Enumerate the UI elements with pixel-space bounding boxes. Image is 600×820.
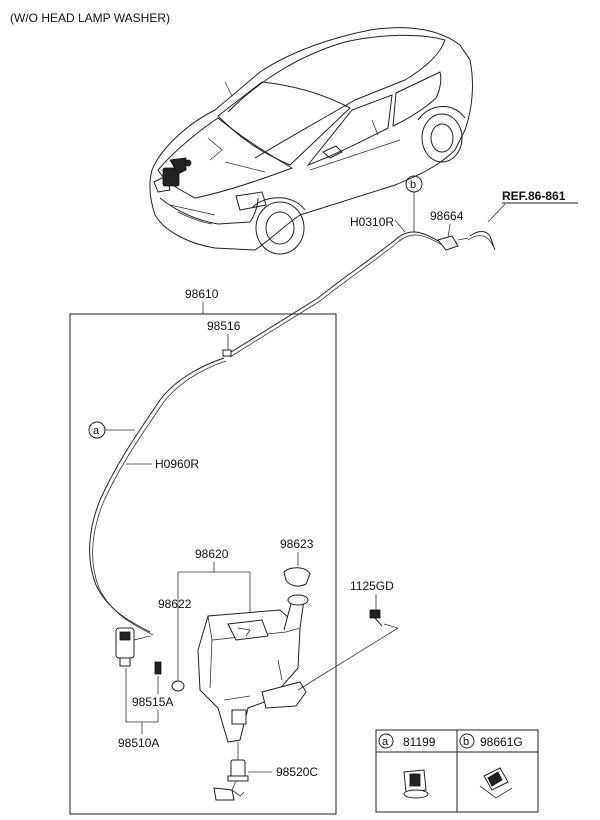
bolt-part [369,609,383,627]
legend-a-circle [378,733,394,749]
car-illustration [149,27,473,255]
assembly-frame [69,313,337,815]
label-98510A: 98510A [118,736,159,750]
legend-b-letter: b [463,736,469,748]
pump-seal-part [154,661,162,675]
level-sensor-part [213,759,249,801]
label-1125GD: 1125GD [350,579,394,593]
legend-table: a 81199 b 98661G [375,729,539,813]
grommet-part [171,680,185,692]
hose-upper-line [227,231,441,355]
nozzle-part [437,235,459,251]
label-98520C: 98520C [276,765,318,779]
label-H0960R: H0960R [155,457,199,471]
legend-a-code: 81199 [403,735,436,749]
label-98620: 98620 [195,547,229,561]
pump-part [115,627,151,667]
label-98622: 98622 [158,597,192,611]
clip-81199-part [403,769,429,799]
cap-part [283,567,311,587]
legend-b-circle [459,733,475,749]
legend-b-code: 98661G [480,735,523,749]
callout-b-letter: b [410,179,416,191]
reservoir-tank [197,594,309,743]
hose-lower-line [89,357,225,633]
connector-part [222,349,232,357]
label-98664: 98664 [430,209,464,223]
label-98623: 98623 [280,537,314,551]
reference-label: REF.86-861 [502,189,566,203]
label-98516: 98516 [207,319,241,333]
clip-98661G-part [479,767,513,799]
label-H0310R: H0310R [350,215,394,229]
legend-a-letter: a [382,736,389,748]
variant-title: (W/O HEAD LAMP WASHER) [10,11,170,25]
callout-a-letter: a [93,425,100,437]
label-98610: 98610 [185,287,219,301]
label-98515A: 98515A [132,695,173,709]
